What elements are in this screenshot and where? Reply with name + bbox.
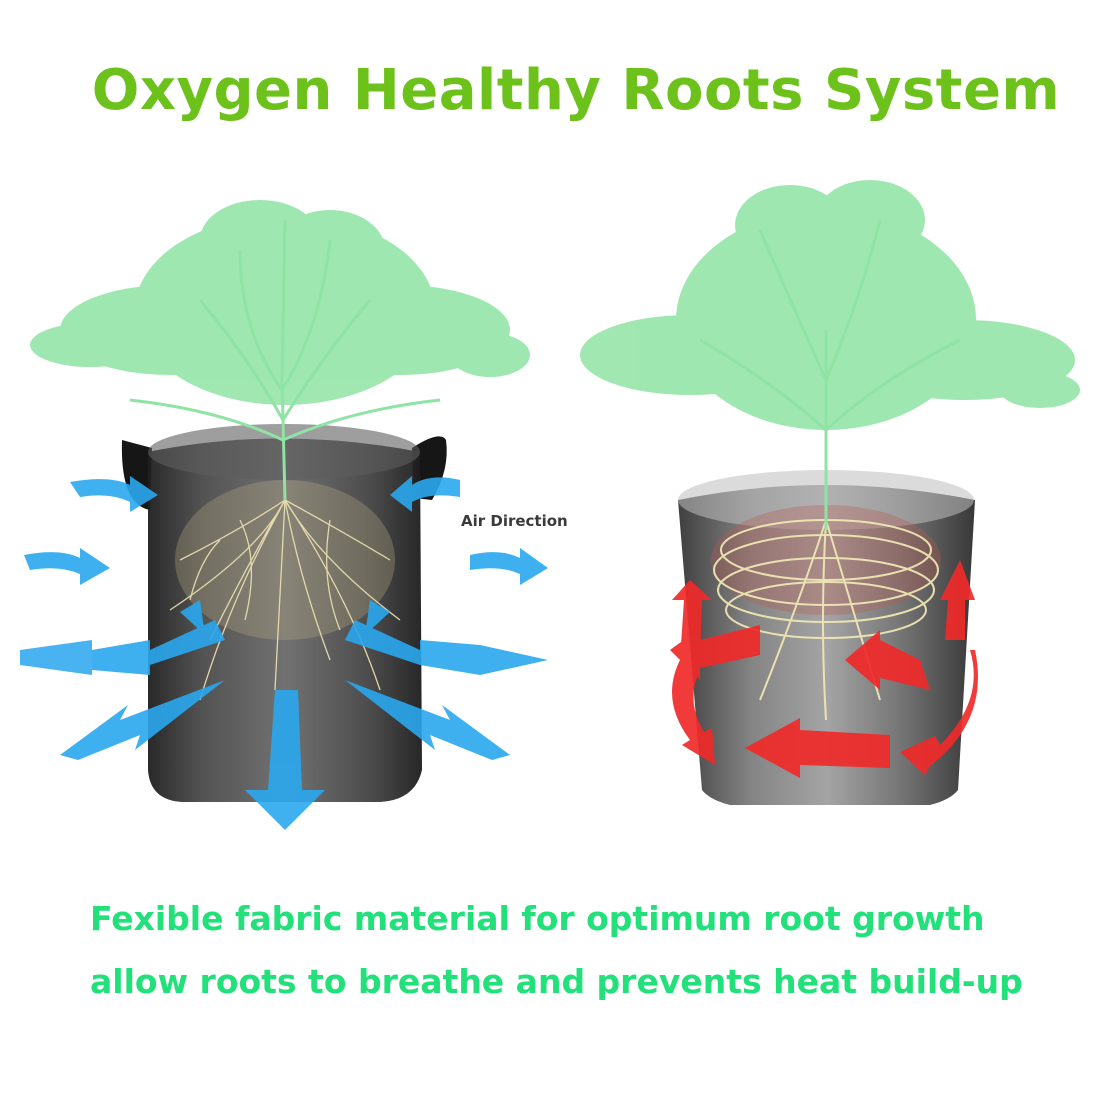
air-arrow-icon: [20, 640, 92, 675]
fabric-grow-bag: [20, 200, 548, 830]
heat-arrow-icon: [940, 560, 975, 640]
page-title: Oxygen Healthy Roots System: [91, 58, 1061, 123]
air-arrow-icon: [365, 600, 390, 635]
heat-arrow-icon: [900, 650, 978, 775]
air-arrow-icon: [92, 620, 225, 675]
air-arrow-icon: [345, 620, 548, 675]
air-arrow-icon: [470, 548, 548, 585]
circling-roots: [711, 505, 941, 721]
heat-trap-arrows: [670, 560, 978, 778]
caption-line-1: Fexible fabric material for optimum root…: [90, 899, 985, 938]
air-arrow-icon: [180, 600, 205, 635]
air-arrow-icon: [245, 690, 325, 830]
air-arrow-icon: [24, 548, 110, 585]
plant-foliage: [30, 200, 530, 405]
air-arrow-icon: [390, 476, 460, 512]
air-arrow-icon: [345, 680, 510, 760]
plastic-pot: [580, 180, 1080, 805]
heat-arrow-icon: [672, 660, 715, 765]
heat-arrow-icon: [672, 580, 712, 660]
plant-foliage: [580, 180, 1080, 430]
heat-arrow-icon: [845, 630, 930, 690]
air-flow-arrows: [20, 476, 548, 830]
air-arrow-icon: [70, 476, 158, 512]
roots-mass: [169, 480, 401, 701]
air-direction-label: Air Direction: [461, 512, 568, 530]
air-arrow-icon: [60, 680, 225, 760]
heat-arrow-icon: [745, 718, 890, 778]
caption-line-2: allow roots to breathe and prevents heat…: [90, 962, 1023, 1001]
